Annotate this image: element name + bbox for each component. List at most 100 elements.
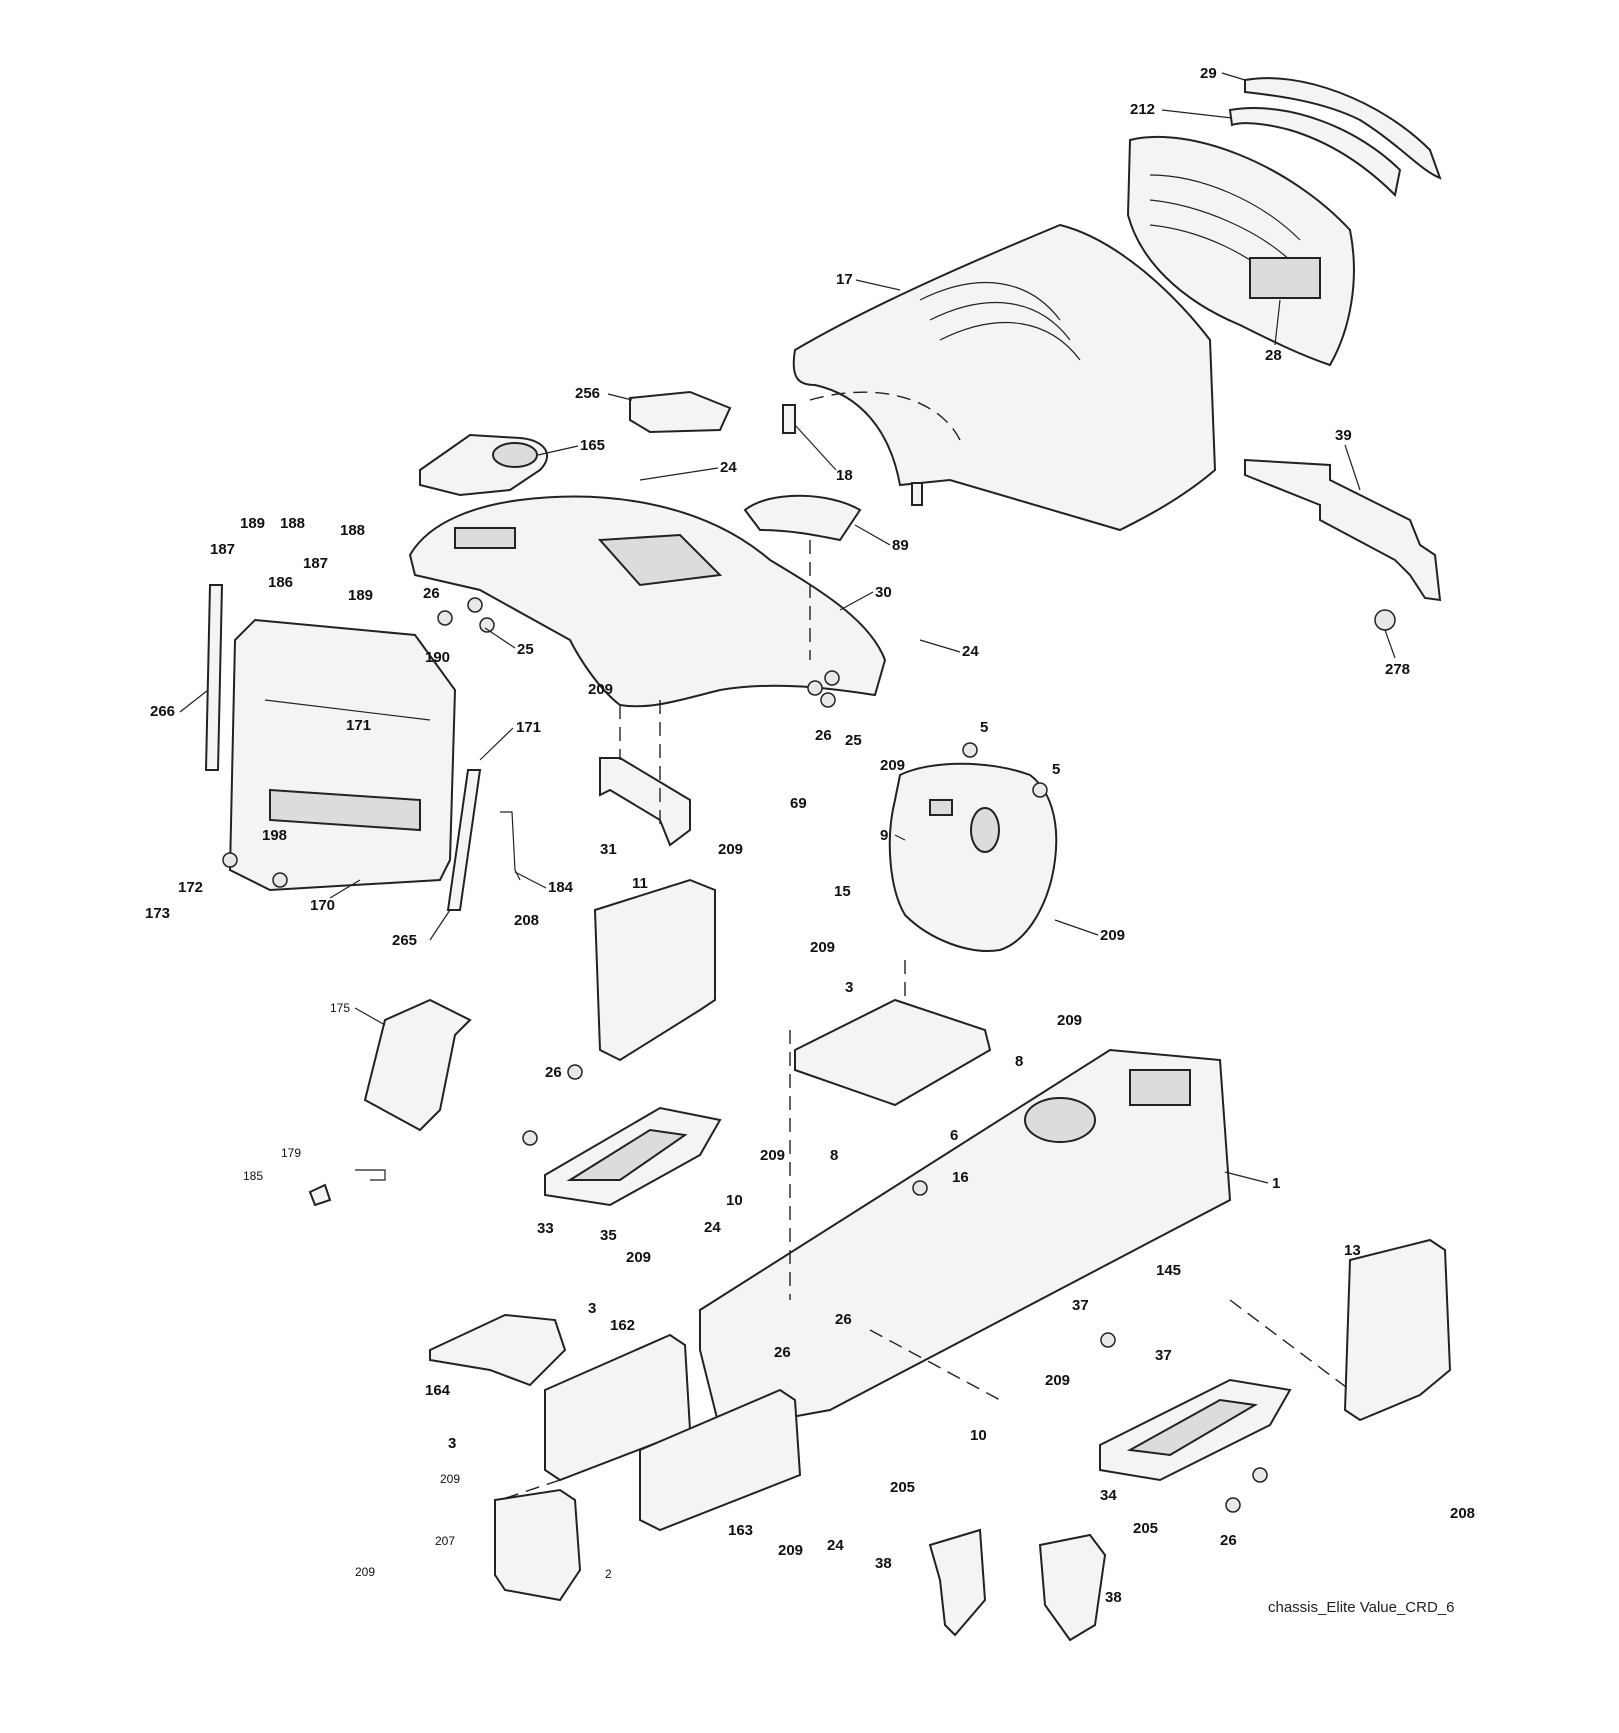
callout-6: 6 xyxy=(950,1127,958,1144)
part-6-plate xyxy=(794,998,992,1107)
callout-26e: 26 xyxy=(774,1344,791,1361)
callout-24a: 24 xyxy=(720,459,737,476)
part-29-trim xyxy=(1244,77,1442,180)
callout-39: 39 xyxy=(1335,427,1352,444)
callout-35a: 10 xyxy=(726,1192,743,1209)
part-39-bracket xyxy=(1244,458,1442,602)
callout-171a: 171 xyxy=(346,717,371,734)
callout-11: 11 xyxy=(632,875,648,892)
callout-24b: 24 xyxy=(962,643,979,660)
callout-26a: 26 xyxy=(423,585,440,602)
part-28-grille xyxy=(1126,135,1355,367)
callout-190: 190 xyxy=(425,649,450,666)
callout-35b: 10 xyxy=(970,1427,987,1444)
callout-265: 265 xyxy=(392,932,417,949)
part-163-plate xyxy=(639,1388,802,1532)
callout-37b: 37 xyxy=(1155,1347,1172,1364)
callout-209f: 209 xyxy=(1057,1012,1082,1029)
callout-209c: 209 xyxy=(880,757,905,774)
callout-278: 278 xyxy=(1385,661,1410,678)
part-17-hood xyxy=(792,223,1217,532)
part-212-grille-trim xyxy=(1228,107,1402,198)
part-9-side-panel xyxy=(888,762,1058,952)
callout-2: 2 xyxy=(605,1567,612,1581)
part-278-screw xyxy=(1374,609,1396,631)
callouts: 29 212 17 28 39 278 256 165 24 18 89 30 … xyxy=(145,65,1475,1606)
part-165-cupholder xyxy=(419,433,549,497)
callout-24d: 24 xyxy=(827,1537,844,1554)
callout-209a: 209 xyxy=(588,681,613,698)
callout-266: 266 xyxy=(150,703,175,720)
callout-186: 186 xyxy=(268,574,293,591)
alignment-lines xyxy=(499,540,1351,1501)
callout-3b: 3 xyxy=(588,1300,596,1317)
callout-28: 28 xyxy=(1265,347,1282,364)
part-1-frame xyxy=(699,1048,1232,1432)
callout-38b: 38 xyxy=(1105,1589,1122,1606)
callout-145: 145 xyxy=(1156,1262,1181,1279)
part-33-footrest xyxy=(544,1106,722,1207)
callout-25b: 25 xyxy=(845,732,862,749)
fasteners xyxy=(222,597,1268,1513)
callout-208b: 208 xyxy=(1450,1505,1475,1522)
callout-26d: 26 xyxy=(835,1311,852,1328)
callout-188b: 188 xyxy=(340,522,365,539)
callout-3a: 3 xyxy=(845,979,853,996)
part-175-shield xyxy=(363,998,472,1132)
callout-9: 9 xyxy=(880,827,888,844)
callout-189a: 189 xyxy=(240,515,265,532)
callout-5b: 5 xyxy=(1052,761,1060,778)
callout-209i: 209 xyxy=(1045,1372,1070,1389)
callout-209e: 209 xyxy=(810,939,835,956)
part-18-bumper-a xyxy=(782,404,796,434)
callout-205b: 205 xyxy=(1133,1520,1158,1537)
callout-31: 31 xyxy=(600,841,617,858)
callout-16: 16 xyxy=(952,1169,969,1186)
callout-26f: 26 xyxy=(1220,1532,1237,1549)
callout-24c: 24 xyxy=(704,1219,721,1236)
callout-18: 18 xyxy=(836,467,853,484)
callout-26c: 26 xyxy=(545,1064,562,1081)
callout-198: 198 xyxy=(262,827,287,844)
callout-209k: 209 xyxy=(440,1472,460,1486)
part-34-footrest xyxy=(1099,1378,1292,1482)
part-266-rail xyxy=(204,584,224,771)
part-2-bracket xyxy=(494,1488,582,1602)
callout-34: 34 xyxy=(1100,1487,1117,1504)
callout-17: 17 xyxy=(836,271,853,288)
part-13-plate xyxy=(1343,1238,1452,1422)
callout-212: 212 xyxy=(1130,101,1155,118)
callout-13: 13 xyxy=(1344,1242,1361,1259)
callout-15: 15 xyxy=(834,883,851,900)
callout-10: 35 xyxy=(600,1227,617,1244)
callout-89: 89 xyxy=(892,537,909,554)
callout-165: 165 xyxy=(580,437,605,454)
part-184-link xyxy=(500,811,521,881)
part-31-bracket xyxy=(599,757,691,847)
part-179-rod xyxy=(355,1169,386,1181)
callout-172: 172 xyxy=(178,879,203,896)
callout-33: 33 xyxy=(537,1220,554,1237)
callout-187b: 187 xyxy=(303,555,328,572)
callout-189b: 189 xyxy=(348,587,373,604)
callout-3c: 3 xyxy=(448,1435,456,1452)
callout-185: 185 xyxy=(243,1169,263,1183)
part-170-front-panel xyxy=(228,618,457,892)
part-38-bracket-left xyxy=(928,1528,987,1637)
part-38-bracket-right xyxy=(1038,1533,1107,1642)
part-256-cover xyxy=(629,390,732,434)
part-18-bumper-b xyxy=(911,482,923,506)
callout-188a: 188 xyxy=(280,515,305,532)
callout-30: 30 xyxy=(875,584,892,601)
callout-25a: 25 xyxy=(517,641,534,658)
callout-205a: 205 xyxy=(890,1479,915,1496)
callout-209g: 209 xyxy=(760,1147,785,1164)
callout-69: 69 xyxy=(790,795,807,812)
callout-170: 170 xyxy=(310,897,335,914)
callout-208a: 208 xyxy=(514,912,539,929)
callout-173: 173 xyxy=(145,905,170,922)
callout-207: 207 xyxy=(435,1534,455,1548)
part-164-bracket xyxy=(429,1313,567,1387)
callout-209h: 209 xyxy=(626,1249,651,1266)
callout-1: 1 xyxy=(1272,1175,1280,1192)
